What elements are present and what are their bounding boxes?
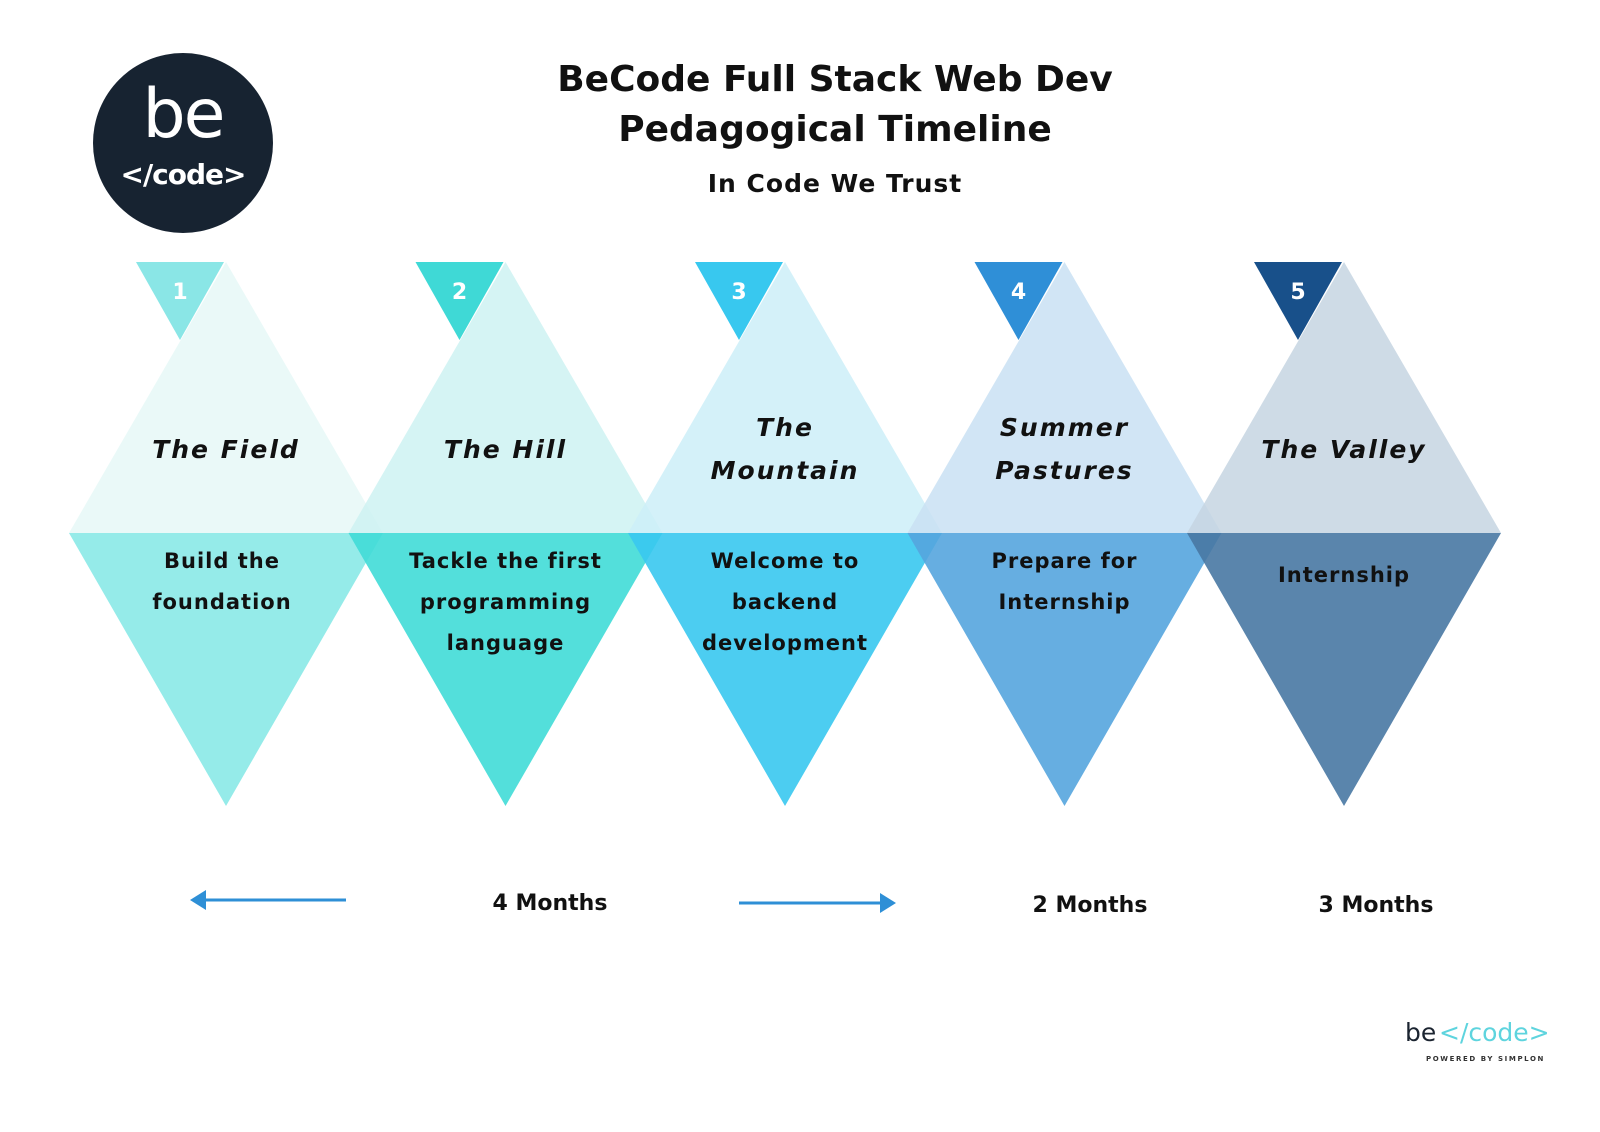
stage-description-line: Internship (998, 590, 1130, 614)
page-subtitle: In Code We Trust (707, 169, 963, 198)
brand-powered-by-text: POWERED BY SIMPLON (1425, 1055, 1545, 1063)
stage-name-line: The (756, 413, 814, 442)
stage-up-triangle (907, 262, 1222, 533)
stage-description-line: Build the (164, 549, 280, 573)
page-title: BeCode Full Stack Web Dev Pedagogical Ti… (435, 55, 1235, 155)
becode-logo: be </code> (93, 53, 273, 233)
stage-description-line: language (447, 631, 565, 655)
stage-up-triangle (69, 262, 383, 533)
logo-code-text: </code> (120, 158, 246, 191)
stage-name-line: The Hill (444, 435, 567, 464)
stage-number: 1 (172, 280, 187, 305)
stage-description-line: Welcome to (711, 549, 860, 573)
stage-description-line: backend (732, 590, 838, 614)
left-arrowhead-icon (190, 890, 206, 910)
title-line-1: BeCode Full Stack Web Dev (557, 59, 1113, 100)
stage-name-line: Pastures (995, 456, 1133, 485)
stage-number-badge (695, 262, 783, 340)
stage-name-line: The Valley (1261, 435, 1426, 464)
stage-down-triangle (1187, 533, 1501, 806)
stage-down-triangle (348, 533, 663, 806)
stage-description-line: Internship (1278, 563, 1410, 587)
stage-number-badge (415, 262, 504, 340)
brand-mark-logo: be </code> POWERED BY SIMPLON (1405, 1018, 1555, 1068)
brand-be-text: be (1405, 1018, 1437, 1047)
stage-description-line: foundation (152, 590, 291, 614)
stage-number: 4 (1011, 280, 1026, 305)
stage-up-triangle (628, 262, 942, 533)
stage-description-line: Tackle the first (409, 549, 602, 573)
stage-description-line: development (702, 631, 868, 655)
stage-up-triangle (348, 262, 663, 533)
stage-number: 5 (1290, 280, 1305, 305)
stage-description-line: programming (420, 590, 591, 614)
stage-description-line: Prepare for (991, 549, 1137, 573)
stage-name-line: The Field (152, 435, 300, 464)
right-arrowhead-icon (880, 893, 896, 913)
stage-name-line: Summer (1000, 413, 1129, 442)
logo-be-text: be (142, 75, 226, 154)
stage-number: 2 (452, 280, 467, 305)
stage-down-triangle (907, 533, 1222, 806)
stage-number: 3 (731, 280, 746, 305)
stage-up-triangle (1187, 262, 1501, 533)
stage-number-badge (974, 262, 1063, 340)
brand-code-text: </code> (1439, 1018, 1550, 1047)
duration-4-months: 4 Months (492, 891, 608, 916)
stage-number-badge (1254, 262, 1342, 340)
duration-3-months: 3 Months (1318, 893, 1434, 918)
stage-down-triangle (628, 533, 942, 806)
duration-2-months: 2 Months (1032, 893, 1148, 918)
stage-name-line: Mountain (711, 456, 860, 485)
stage-number-badge (136, 262, 224, 340)
title-line-2: Pedagogical Timeline (618, 109, 1052, 150)
stage-down-triangle (69, 533, 383, 806)
